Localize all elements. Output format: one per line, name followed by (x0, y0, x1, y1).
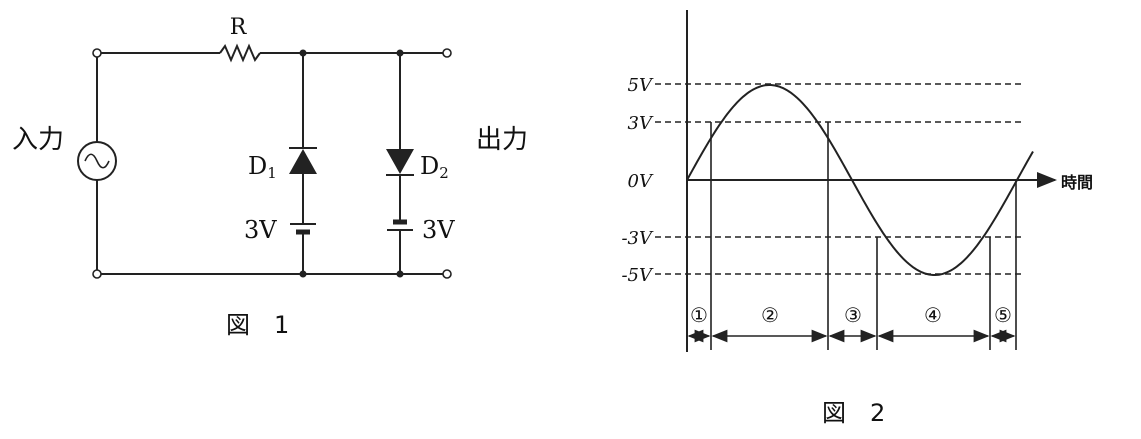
input-label: 入力 (12, 125, 64, 155)
region-label-1: ① (690, 303, 708, 327)
circuit-diagram: R 入力 出力 D1 D2 3V 3V 図 1 (12, 15, 528, 339)
figure2-caption: 図 2 (822, 399, 885, 427)
output-terminal-bottom (442, 269, 452, 279)
y-label-neg3v: -3V (621, 228, 654, 249)
y-label-3v: 3V (628, 113, 654, 134)
figure1-caption: 図 1 (226, 311, 289, 339)
resistor-label: R (230, 15, 248, 40)
y-label-5v: 5V (628, 75, 654, 96)
diode2-label: D2 (420, 152, 449, 182)
input-terminal-bottom (92, 269, 102, 279)
resistor-symbol (219, 43, 261, 63)
waveform-diagram: 5V 3V 0V -3V -5V 時間 ① ② ③ ④ ⑤ 図 2 (621, 10, 1093, 427)
region-label-3: ③ (844, 303, 862, 327)
sine-glyph (84, 153, 110, 169)
sine-waveform (686, 84, 1034, 276)
output-label: 出力 (476, 125, 528, 155)
input-terminal-top (92, 48, 102, 58)
y-label-neg5v: -5V (621, 265, 654, 286)
region-label-4: ④ (924, 303, 942, 327)
battery2-label: 3V (422, 216, 455, 244)
d2-diode-symbol (386, 149, 414, 174)
region-label-2: ② (761, 303, 779, 327)
region-label-5: ⑤ (994, 303, 1012, 327)
time-axis-label: 時間 (1061, 173, 1093, 192)
y-label-0v: 0V (628, 171, 654, 192)
battery1-label: 3V (244, 216, 277, 244)
diode1-label: D1 (248, 152, 277, 182)
d1-diode-symbol (289, 149, 317, 174)
output-terminal-top (442, 48, 452, 58)
